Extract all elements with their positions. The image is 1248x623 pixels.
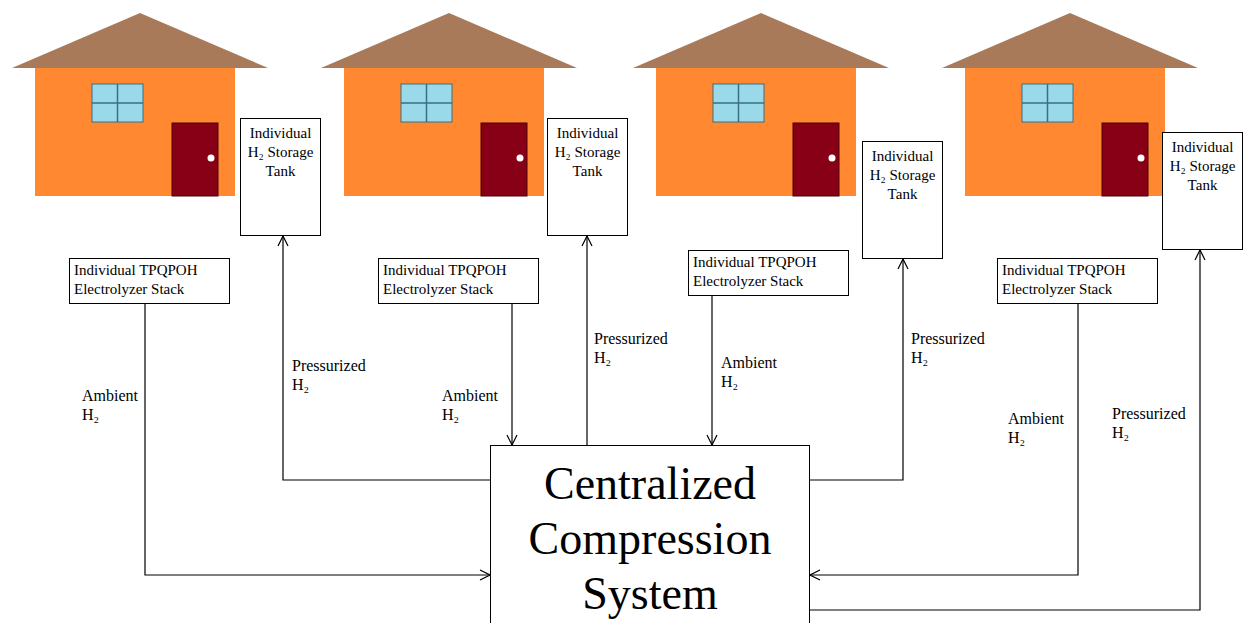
electrolyzer-box: Individual TPQPOH Electrolyzer Stack: [688, 250, 849, 296]
node-text: Individual TPQPOH Electrolyzer Stack: [383, 261, 534, 299]
storage-tank-box: Individual H₂ Storage Tank: [547, 118, 628, 236]
electrolyzer-box: Individual TPQPOH Electrolyzer Stack: [378, 258, 539, 304]
flow-arrow: [511, 304, 512, 445]
flow-arrow: [810, 304, 1078, 575]
node-text: Individual H₂ Storage Tank: [1166, 138, 1239, 194]
node-text: Individual H₂ Storage Tank: [244, 124, 317, 180]
electrolyzer-box: Individual TPQPOH Electrolyzer Stack: [69, 258, 230, 304]
node-text: Individual TPQPOH Electrolyzer Stack: [1002, 261, 1153, 299]
flow-arrow: [711, 296, 712, 445]
edge-label: Ambient H₂: [1006, 408, 1066, 448]
edge-label: Ambient H₂: [440, 385, 500, 425]
node-text: Individual TPQPOH Electrolyzer Stack: [74, 261, 225, 299]
node-text: Centralized Compression System: [499, 456, 801, 621]
flow-arrow: [145, 304, 490, 575]
node-text: Individual H₂ Storage Tank: [551, 124, 624, 180]
storage-tank-box: Individual H₂ Storage Tank: [1162, 132, 1243, 250]
house: [633, 13, 889, 196]
edge-label: Ambient H₂: [80, 385, 140, 425]
compression-box: Centralized Compression System: [490, 445, 810, 623]
flow-arrow: [586, 236, 587, 445]
house: [321, 13, 577, 196]
flow-arrow: [810, 250, 1200, 610]
edge-label: Pressurized H₂: [909, 328, 987, 368]
storage-tank-box: Individual H₂ Storage Tank: [862, 141, 943, 259]
node-text: Individual H₂ Storage Tank: [866, 147, 939, 203]
edge-label: Pressurized H₂: [592, 328, 670, 368]
node-text: Individual TPQPOH Electrolyzer Stack: [693, 253, 844, 291]
house: [12, 13, 268, 196]
edge-label: Pressurized H₂: [1110, 403, 1188, 443]
house: [942, 13, 1198, 196]
edge-label: Ambient H₂: [719, 352, 779, 392]
edge-label: Pressurized H₂: [290, 355, 368, 395]
storage-tank-box: Individual H₂ Storage Tank: [240, 118, 321, 236]
electrolyzer-box: Individual TPQPOH Electrolyzer Stack: [997, 258, 1158, 304]
